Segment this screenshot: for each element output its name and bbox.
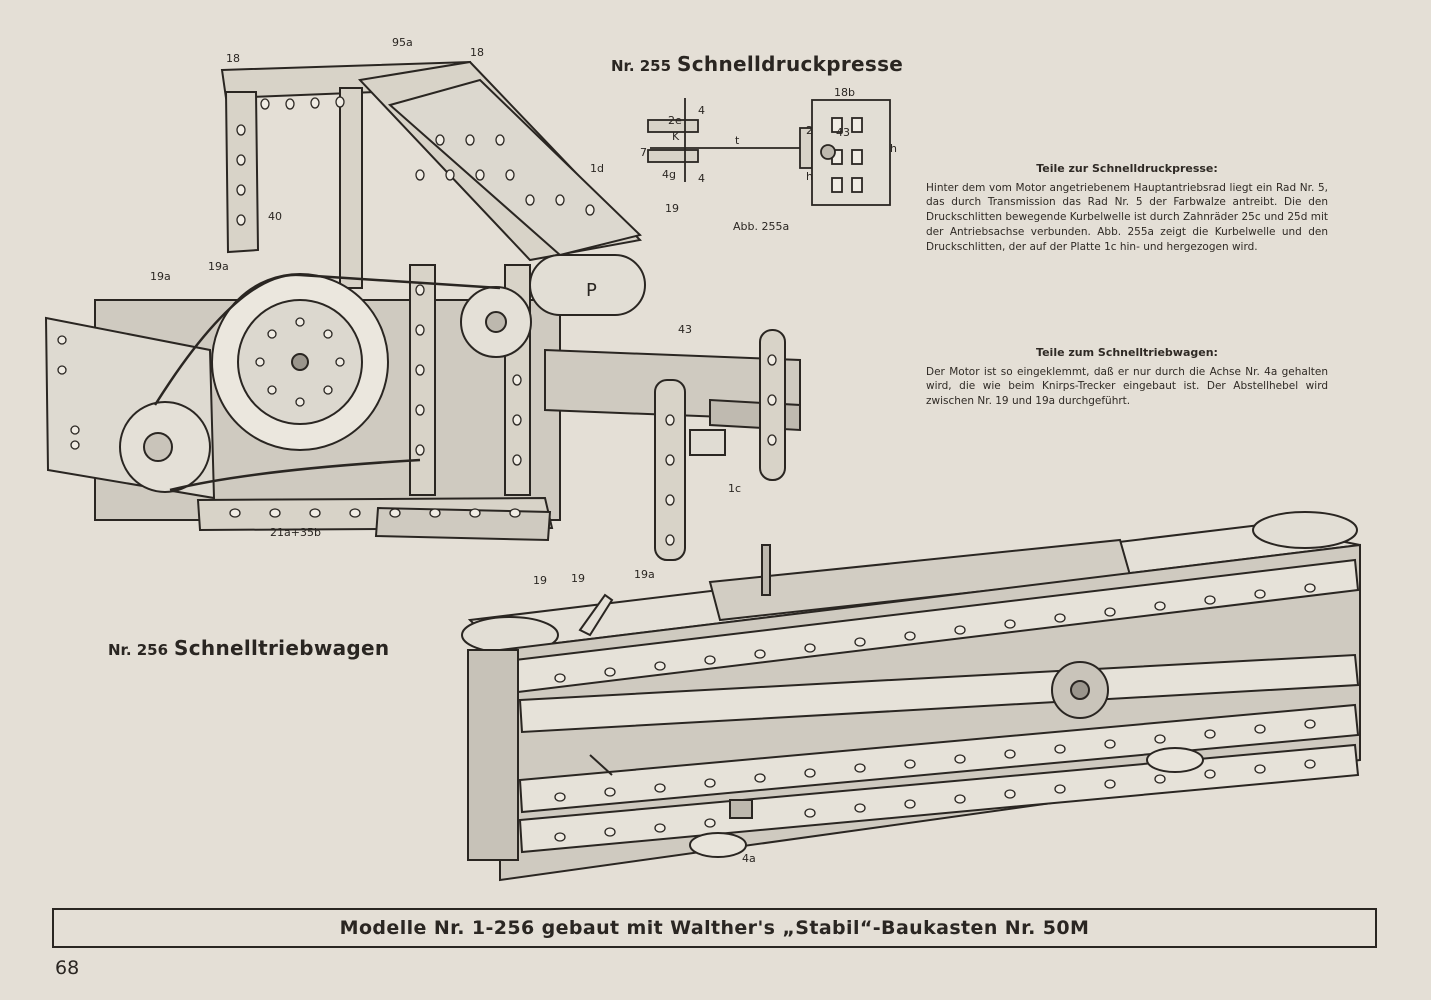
part-label: 19 <box>665 202 679 215</box>
detail-label: t <box>735 134 740 147</box>
detail-label: 4g <box>662 168 676 181</box>
railcar-part-labels: 19 19a 4a <box>571 568 756 865</box>
part-label: 18 <box>226 52 240 65</box>
detail-255a-labels: 4 2e K 7 4g 4 t 18b 2 43 h h <box>640 86 897 185</box>
model-255-number: Nr. 255 <box>611 57 672 75</box>
parts-text-256: Teile zum Schnelltriebwagen: Der Motor i… <box>926 346 1328 409</box>
detail-label: h <box>806 170 813 183</box>
railcar-holes <box>554 583 1316 842</box>
part-label: 18 <box>470 46 484 59</box>
press-holes <box>57 96 777 546</box>
parts-body-256: Der Motor ist so eingeklemmt, daß er nur… <box>926 365 1328 408</box>
part-label: 95a <box>392 36 413 49</box>
model-255-title: Nr. 255 Schnelldruckpresse <box>611 52 903 76</box>
model-256-title: Nr. 256 Schnelltriebwagen <box>108 636 389 660</box>
footer-caption-box: Modelle Nr. 1-256 gebaut mit Walther's „… <box>52 908 1377 948</box>
parts-body-255: Hinter dem vom Motor angetriebenem Haupt… <box>926 181 1328 253</box>
part-label: 4a <box>742 852 756 865</box>
parts-heading-255: Teile zur Schnelldruckpresse: <box>1036 162 1218 175</box>
model-255-name: Schnelldruckpresse <box>677 52 904 76</box>
detail-label: 2e <box>668 114 682 127</box>
part-label: 43 <box>678 323 692 336</box>
detail-label: h <box>890 142 897 155</box>
part-label: 1c <box>728 482 741 495</box>
part-label: 19a <box>634 568 655 581</box>
part-label: P <box>586 280 597 301</box>
part-label: 19 <box>533 574 547 587</box>
part-label: 19a <box>208 260 229 273</box>
parts-text-255: Teile zur Schnelldruckpresse: Hinter dem… <box>926 162 1328 254</box>
detail-255a-drawing <box>647 98 891 206</box>
model-256-name: Schnelltriebwagen <box>174 636 390 660</box>
part-label: 40 <box>268 210 282 223</box>
detail-label: 2 <box>806 124 813 137</box>
detail-label: 7 <box>640 146 647 159</box>
detail-label: K <box>672 130 680 143</box>
printing-press-drawing <box>44 60 801 561</box>
press-part-labels: 18 95a 18 1d 19 40 19a 19a P 43 1c 21a+3… <box>150 36 741 587</box>
page-number: 68 <box>55 957 80 979</box>
part-label: 19 <box>571 572 585 585</box>
footer-caption: Modelle Nr. 1-256 gebaut mit Walther's „… <box>339 917 1090 939</box>
detail-label: 4 <box>698 172 705 185</box>
part-label: 1d <box>590 162 604 175</box>
figure-caption-255a: Abb. 255a <box>733 220 790 233</box>
detail-label: 4 <box>698 104 705 117</box>
detail-label: 18b <box>834 86 855 99</box>
part-label: 21a+35b <box>270 526 321 539</box>
part-label: 19a <box>150 270 171 283</box>
parts-heading-256: Teile zum Schnelltriebwagen: <box>1036 346 1218 359</box>
railcar-drawing <box>461 511 1361 882</box>
model-256-number: Nr. 256 <box>108 641 169 659</box>
detail-label: 43 <box>836 126 850 139</box>
